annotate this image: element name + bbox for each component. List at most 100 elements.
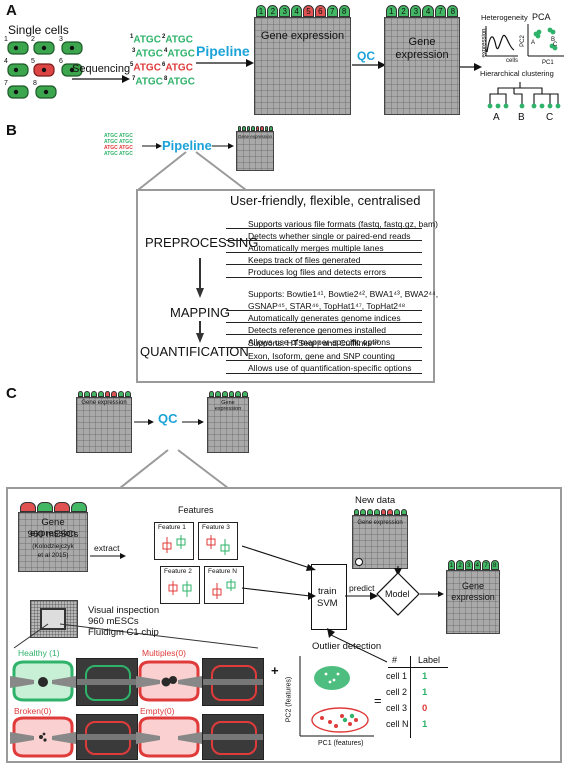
pc2-label: PC2 [519,35,526,47]
read-number: 1 [130,34,134,40]
gene-expression-matrix-c-small: Gene expression [76,391,132,453]
step-preprocessing: PREPROCESSING [145,235,259,250]
feature-n-box: Feature N [204,566,244,604]
read-seq: ATGC [119,145,133,151]
quant-item-1: Supports: HTSeq⁴⁹ and Cufflinks⁵⁰ [248,338,379,348]
output-ge-line2: expression [451,592,495,602]
read-number: 8 [164,76,168,82]
visual-inspection-line2: 960 mESCs [88,616,139,627]
new-data-ge-label: Gene expression [357,520,403,526]
pre-item-3: Automatically merges multiple lanes [248,243,384,253]
read-number: 2 [162,34,166,40]
quant-item-3: Allows use of quantification-specific op… [248,363,412,373]
model-label: Model [385,589,410,599]
feature-1-label: Feature 1 [158,524,186,531]
read-seq: ATGC [167,48,195,60]
qc-label-a: QC [357,49,375,63]
read-seq: ATGC [104,151,118,157]
multiples-chamber-image [202,658,264,706]
single-cells-illustration [7,41,83,99]
state-healthy: Healthy (1) [18,648,60,658]
new-data-label: New data [355,495,396,506]
pca-group-a: A [531,40,536,46]
table-row-1-cell: cell 1 [386,671,408,681]
pc1-label: PC1 [542,60,554,66]
read-seq: ATGC [119,133,133,139]
feature-2-boxplot [168,581,192,597]
dendrogram [487,82,561,109]
extract-label: extract [94,543,120,553]
read-seq: ATGC [133,34,161,46]
cell-number-2: 2 [31,36,35,43]
step-quantification: QUANTIFICATION [140,344,249,359]
cell-number-4: 4 [4,58,8,65]
pipeline-label-b: Pipeline [162,138,212,153]
panel-b-letter: B [6,122,17,139]
pipeline-arrow-a [196,59,254,67]
cell-number-5: 5 [31,58,35,65]
table-row-2-label: 1 [422,687,428,698]
arrow-to-pipeline-b [142,143,162,149]
table-row-3-cell: cell 3 [386,703,408,713]
train-label: train [318,586,337,597]
visual-inspection-line1: Visual inspection [88,605,160,616]
citation-line2: et al 2015) [37,552,69,559]
qc-label-c: QC [158,411,178,426]
panel-c-letter: C [6,385,17,402]
pre-item-1: Supports various file formats (fastq, fa… [248,219,438,229]
broken-chamber-schematic [10,716,76,758]
cell-number-7: 7 [4,80,8,87]
healthy-chamber-schematic [10,660,76,702]
pca-group-b: B [551,37,556,43]
read-number: 7 [132,76,136,82]
gene-expression-label-c2: Gene expression [214,400,242,413]
read-seq: ATGC [167,76,195,88]
cells-axis-label: cells [506,58,519,64]
pipeline-details-box [136,189,435,383]
table-row-1-label: 1 [422,671,428,682]
table-row-2-cell: cell 2 [386,687,408,697]
add-icon [355,558,363,566]
feature-n-label: Feature N [208,568,237,575]
feature-n-boxplot [212,579,236,599]
qc-arrow-a [352,61,386,69]
table-row-4-label: 1 [422,719,428,730]
reads-block-small: ATGC ATGC ATGC ATGC ATGC ATGC ATGC ATGC [104,134,144,158]
pca-label: PCA [532,12,551,22]
new-data-matrix: Gene expression [352,509,408,569]
cell-number-1: 1 [4,36,8,43]
sequencing-arrow [72,75,130,83]
gene-expression-label-b: Gene expression [237,134,273,139]
read-seq: ATGC [104,145,118,151]
read-seq: ATGC [165,62,193,74]
heterogeneity-label: Heterogeneity [481,13,528,22]
read-seq: ATGC [133,62,161,74]
read-seq: ATGC [135,76,163,88]
plus-sign: + [271,663,279,678]
cell-number-6: 6 [59,58,63,65]
read-seq: ATGC [104,133,118,139]
sequencing-label: Sequencing [72,63,131,75]
step-mapping: MAPPING [170,305,230,320]
read-seq: ATGC [165,34,193,46]
chip-zoom-lines [13,623,259,649]
feature-2-box: Feature 2 [160,566,200,604]
gene-expression-960-matrix: Gene expression 960 mESCs (Kolodziejczyk… [18,502,88,572]
feature-3-boxplot [206,535,230,555]
single-cells-label: Single cells [8,23,69,37]
features-label: Features [178,505,214,515]
arrow-from-pipeline-b [212,143,234,149]
healthy-chamber-image [76,658,138,706]
pipeline-heading: User-friendly, flexible, centralised [230,193,421,208]
arrow-pre-to-map [196,258,204,298]
pre-item-2: Detects whether single or paired-end rea… [248,231,411,241]
gene-expression-matrix-b: Gene expression [236,126,274,171]
feature-3-label: Feature 3 [202,524,230,531]
multiples-chamber-schematic [136,660,202,702]
arrow-map-to-quant [196,321,204,343]
equals-sign: = [374,693,382,708]
feature-1-box: Feature 1 [154,522,194,560]
state-multiples: Multiples(0) [142,648,186,658]
